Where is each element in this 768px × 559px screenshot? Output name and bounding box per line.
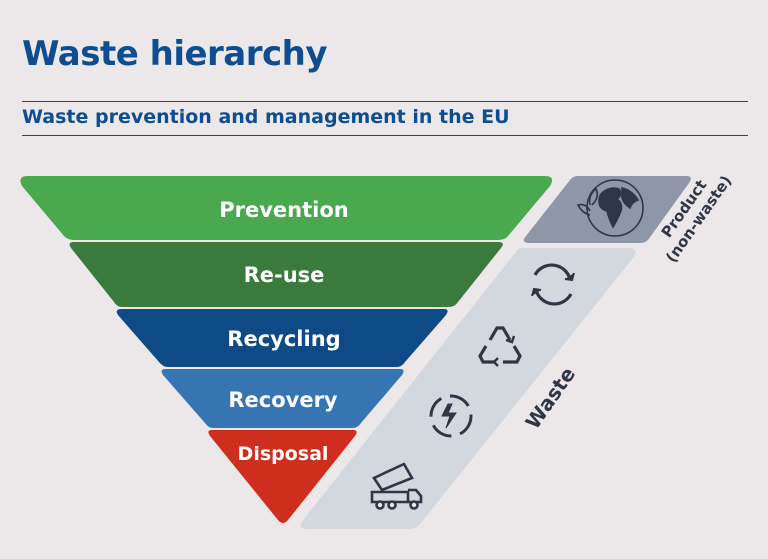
level-label-recovery: Recovery [228,388,338,412]
level-recycling [116,309,448,367]
waste-band [300,248,636,529]
level-prevention [20,176,553,240]
level-label-recycling: Recycling [227,327,340,351]
level-disposal [208,430,357,523]
recycle-icon [478,326,522,367]
energy-recovery-icon [429,394,473,438]
level-label-prevention: Prevention [219,198,349,222]
cycle-arrows-icon [531,263,575,306]
page-title: Waste hierarchy [22,34,328,74]
level-label-disposal: Disposal [238,443,329,465]
dump-truck-icon [370,462,423,510]
divider-top [22,101,748,102]
level-reuse [69,242,503,307]
level-label-reuse: Re-use [244,263,325,287]
globe-leaf-icon [576,179,644,237]
divider-bottom [22,135,748,136]
page-subtitle: Waste prevention and management in the E… [22,106,510,128]
level-recovery [161,369,404,428]
